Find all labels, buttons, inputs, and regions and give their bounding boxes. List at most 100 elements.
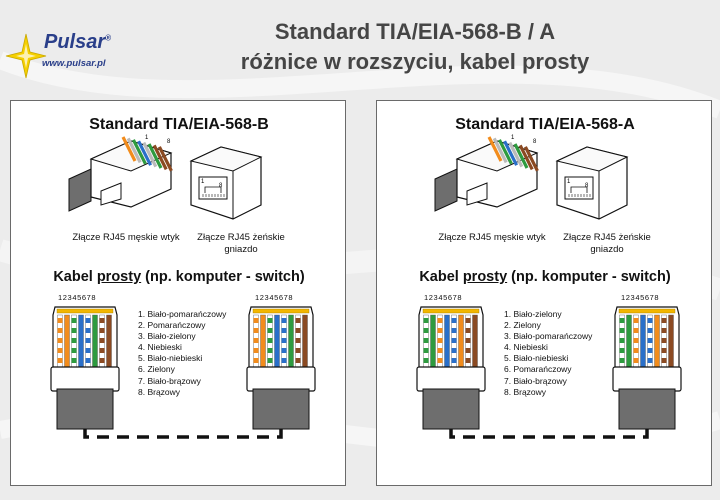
conductor-stripe [451,348,457,353]
cable-jacket [434,168,458,212]
list-item: 8. Brązowy [504,386,547,397]
plug-wire [503,140,519,166]
conductor-stripe [465,318,471,323]
pin-first-label: 1 [511,135,515,141]
conductor [85,314,91,376]
conductor [92,314,98,376]
cable-link [449,429,649,439]
conductor-stripe [253,348,259,353]
conductor-stripe [437,328,443,333]
conductor [78,314,84,376]
logo-url: www.pulsar.pl [42,58,106,69]
conductor-stripe [281,338,287,343]
female-connector-caption: Złącze RJ45 żeńskie gniazdo [563,232,651,255]
wire-order-list: 1. Biało-zielony 2. Zielony 3. Biało-pom… [504,309,592,398]
list-item: 3. Biało-zielony [138,331,196,342]
jack-slot [204,186,222,193]
gold-contacts [422,308,480,314]
conductor-stripe [71,318,77,323]
plug-boot [612,366,682,392]
pin-last-label: 8 [167,139,171,145]
plug-wire [142,141,158,168]
conductor-stripe [465,348,471,353]
conductor-stripe [253,338,259,343]
conductor-stripe [253,318,259,323]
jack-top [555,146,629,172]
conductor-stripe [647,318,653,323]
list-item: 4. Niebieski [138,342,182,353]
conductor-stripe [661,328,667,333]
conductor-stripe [647,338,653,343]
conductor-stripe [633,358,639,363]
list-item: 7. Biało-brązowy [138,375,201,386]
conductor-stripe [451,338,457,343]
conductor-stripe [465,358,471,363]
conductor-stripe [295,328,301,333]
cable-heading: Kabel prosty (np. komputer - switch) [53,269,305,285]
pin-numbers-left: 12345678 [58,293,97,302]
jack-opening [564,176,594,200]
plug-wire [126,137,142,164]
conductor [281,314,287,376]
conductor [295,314,301,376]
gold-contacts [618,308,676,314]
conductor-stripe [85,328,91,333]
conductor [430,314,436,376]
conductor-stripe [295,318,301,323]
plug-wire [497,139,513,165]
panel-title: Standard TIA/EIA-568-B [89,116,269,133]
conductor-stripe [253,358,259,363]
plug-boot [50,366,120,392]
wire-order-list: 1. Biało-pomarańczowy 2. Pomarańczowy 3.… [138,309,226,398]
conductor-stripe [619,318,625,323]
jack-slot [570,186,588,193]
conductor [437,314,443,376]
conductor-stripe [437,318,443,323]
conductor [99,314,105,376]
list-item: 7. Biało-brązowy [504,375,567,386]
conductor [444,314,450,376]
conductor-stripe [85,318,91,323]
pin-first-label: 1 [567,179,571,185]
conductor-stripe [423,318,429,323]
conductor [253,314,259,376]
plug-wire [492,137,508,164]
conductor-stripe [423,348,429,353]
conductor-stripe [437,348,443,353]
conductor [106,314,112,376]
conductor [423,314,429,376]
pin-last-label: 8 [219,183,223,189]
conductor-stripe [451,318,457,323]
conductor-stripe [633,338,639,343]
conductor-stripe [71,348,77,353]
list-item: 5. Biało-niebieski [138,353,203,364]
plug-wire [147,143,163,169]
conductor-stripe [465,328,471,333]
conductor-stripe [647,348,653,353]
conductor-stripe [267,328,273,333]
cable-jacket [56,388,114,430]
male-connector-caption: Złącze RJ45 męskie wtyk [72,232,180,243]
list-item: 6. Pomarańczowy [504,364,572,375]
conductor [71,314,77,376]
conductor [647,314,653,376]
cable-jacket [422,388,480,430]
pin-first-label: 1 [201,179,205,185]
conductor-stripe [619,358,625,363]
plug-wire [487,136,503,162]
conductor-stripe [281,348,287,353]
conductor-stripe [267,338,273,343]
plug-boot [246,366,316,392]
conductor [260,314,266,376]
conductor-stripe [437,338,443,343]
page-title-line1: Standard TIA/EIA-568-B / A [274,19,556,44]
plug-wire [131,139,147,165]
conductor [458,314,464,376]
page-title-line2: różnice w rozszyciu, kabel prosty [240,49,590,74]
list-item: 1. Biało-zielony [504,309,562,319]
male-connector-caption: Złącze RJ45 męskie wtyk [438,232,546,243]
conductor-stripe [423,338,429,343]
